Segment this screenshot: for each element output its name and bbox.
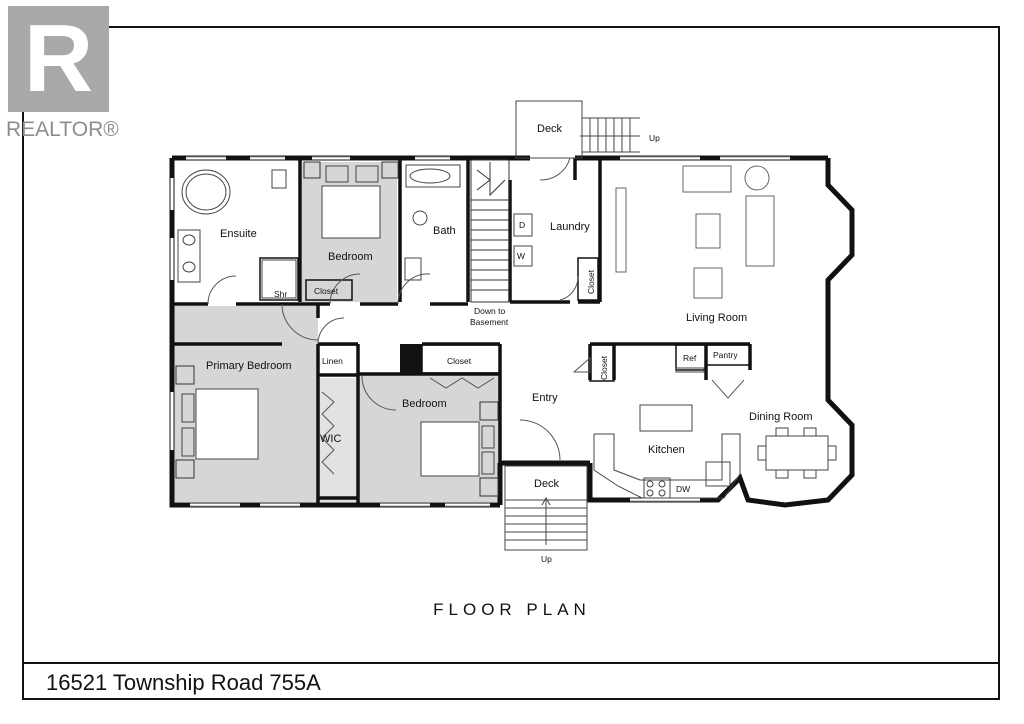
basement-stairs xyxy=(470,159,510,303)
label-laundry: Laundry xyxy=(550,221,590,233)
label-basement: Basement xyxy=(470,317,509,327)
label-living-room: Living Room xyxy=(686,312,747,324)
label-kitchen: Kitchen xyxy=(648,444,685,456)
label-dining-room: Dining Room xyxy=(749,411,813,423)
logo-letter: R xyxy=(23,5,94,112)
label-down-to: Down to xyxy=(474,306,505,316)
label-up-top: Up xyxy=(649,133,660,143)
realtor-logo: R REALTOR® xyxy=(6,5,120,142)
label-dw: DW xyxy=(676,484,690,494)
logo-text: REALTOR® xyxy=(6,118,119,141)
label-closet-top: Closet xyxy=(314,286,339,296)
windows xyxy=(170,156,790,507)
label-closet-laundry: Closet xyxy=(586,269,596,294)
label-bedroom-top: Bedroom xyxy=(328,251,373,263)
kitchen-fixtures xyxy=(593,367,741,499)
label-up-bottom: Up xyxy=(541,554,552,564)
label-bedroom-mid: Bedroom xyxy=(402,398,447,410)
logo-badge xyxy=(8,6,109,112)
floor-plan-title: FLOOR PLAN xyxy=(433,600,591,619)
label-deck-bottom: Deck xyxy=(534,478,560,490)
label-pantry: Pantry xyxy=(713,350,738,360)
label-closet-mid: Closet xyxy=(447,356,472,366)
column xyxy=(400,344,422,374)
label-dryer: D xyxy=(519,220,525,230)
doors xyxy=(207,157,745,475)
window-lines xyxy=(186,156,790,507)
label-shr: Shr xyxy=(274,289,287,299)
label-washer: W xyxy=(517,251,525,261)
label-ref: Ref xyxy=(683,353,697,363)
label-bath: Bath xyxy=(433,225,456,237)
laundry-appliances xyxy=(513,213,533,267)
hall-floor-shade xyxy=(174,306,318,344)
deck-top xyxy=(515,100,640,159)
label-primary-bedroom: Primary Bedroom xyxy=(206,360,292,372)
label-entry: Entry xyxy=(532,392,558,404)
footer-divider xyxy=(22,662,1000,664)
label-deck-top: Deck xyxy=(537,123,563,135)
label-closet-kitchen: Closet xyxy=(599,355,609,380)
page-frame xyxy=(22,26,1000,700)
label-wic: WIC xyxy=(320,433,341,445)
property-address: 16521 Township Road 755A xyxy=(46,670,321,695)
deck-bottom xyxy=(504,465,588,551)
bath-fixtures xyxy=(177,164,461,299)
ceiling-fans xyxy=(175,161,499,497)
living-furniture xyxy=(615,165,775,299)
dining-table xyxy=(757,427,837,479)
beds xyxy=(181,165,495,477)
label-ensuite: Ensuite xyxy=(220,228,257,240)
closet-outlines xyxy=(259,257,751,382)
label-linen: Linen xyxy=(322,356,343,366)
